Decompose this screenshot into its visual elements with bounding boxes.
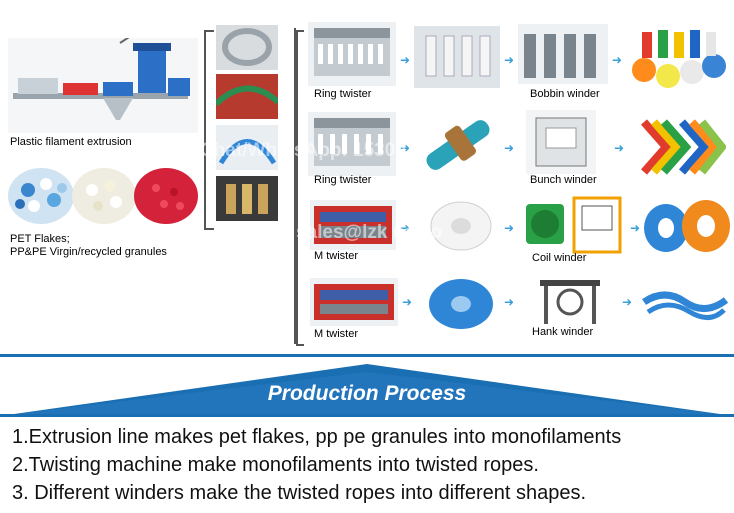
arrow-right-icon: ➜	[504, 141, 515, 155]
bunch-winder-image	[526, 110, 596, 174]
step-2-text: 2.Twisting machine make monofilaments in…	[12, 454, 539, 476]
row2-machine-label: Ring twister	[314, 174, 372, 186]
white-rope-coil-image	[428, 198, 494, 254]
extrusion-line-image	[8, 38, 198, 133]
materials-label-1: PET Flakes;	[10, 233, 70, 245]
arrow-right-icon: ➜	[400, 141, 411, 155]
arrow-right-icon: ➜	[614, 141, 625, 155]
m-twister-image-1	[310, 200, 396, 250]
left-bracket	[204, 30, 214, 230]
production-process-banner	[0, 360, 734, 418]
banner-title: Production Process	[267, 382, 467, 405]
extrusion-label: Plastic filament extrusion	[10, 136, 132, 148]
raw-materials-image	[6, 160, 200, 228]
step-3-text: 3. Different winders make the twisted ro…	[12, 482, 587, 504]
banner-top-line	[0, 354, 734, 357]
row1-machine-label: Ring twister	[314, 88, 372, 100]
arrow-right-icon: ➜	[504, 295, 515, 309]
arrow-right-icon: ➜	[400, 221, 411, 235]
row4-machine-label: M twister	[314, 328, 358, 340]
row3-machine-label: M twister	[314, 250, 358, 262]
arrow-right-icon: ➜	[400, 53, 411, 67]
arrow-right-icon: ➜	[504, 221, 515, 235]
arrow-right-icon: ➜	[612, 53, 623, 67]
step-1-text: 1.Extrusion line makes pet flakes, pp pe…	[12, 426, 622, 448]
watermark-email: sales@lzk nc.co	[296, 222, 443, 243]
row2-winder-label: Bunch winder	[530, 174, 597, 186]
right-bracket	[296, 30, 304, 346]
bunch-products-image	[636, 112, 726, 182]
filament-thumb-1	[216, 25, 278, 70]
blue-rope-coil-image	[426, 276, 496, 332]
hank-products-image	[640, 282, 730, 328]
bobbin-products-image	[628, 26, 730, 96]
arrow-right-icon: ➜	[402, 295, 413, 309]
filament-thumb-2	[216, 74, 278, 119]
row4-winder-label: Hank winder	[532, 326, 594, 338]
m-twister-image-2	[310, 278, 398, 326]
coil-products-image	[642, 196, 732, 256]
banner-bottom-line	[0, 414, 734, 417]
arrow-right-icon: ➜	[630, 221, 641, 235]
arrow-right-icon: ➜	[504, 53, 515, 67]
ring-twister-image-1	[308, 22, 396, 86]
materials-label-2: PP&PE Virgin/recycled granules	[10, 246, 167, 258]
arrow-right-icon: ➜	[622, 295, 633, 309]
hank-winder-image	[530, 272, 610, 328]
divider-line	[294, 28, 296, 344]
twisted-yarn-image	[418, 114, 498, 176]
row3-winder-label: Coil winder	[532, 252, 587, 264]
bobbin-winder-image	[518, 24, 608, 84]
ring-twister-closeup-image	[414, 26, 500, 88]
coil-winder-image	[522, 194, 626, 256]
filament-thumb-3	[216, 125, 278, 170]
watermark-contact: Chat/WhatsApp: 15300 2	[200, 140, 422, 161]
ring-twister-image-2	[308, 112, 396, 176]
row1-winder-label: Bobbin winder	[530, 88, 600, 100]
filament-thumb-4	[216, 176, 278, 221]
